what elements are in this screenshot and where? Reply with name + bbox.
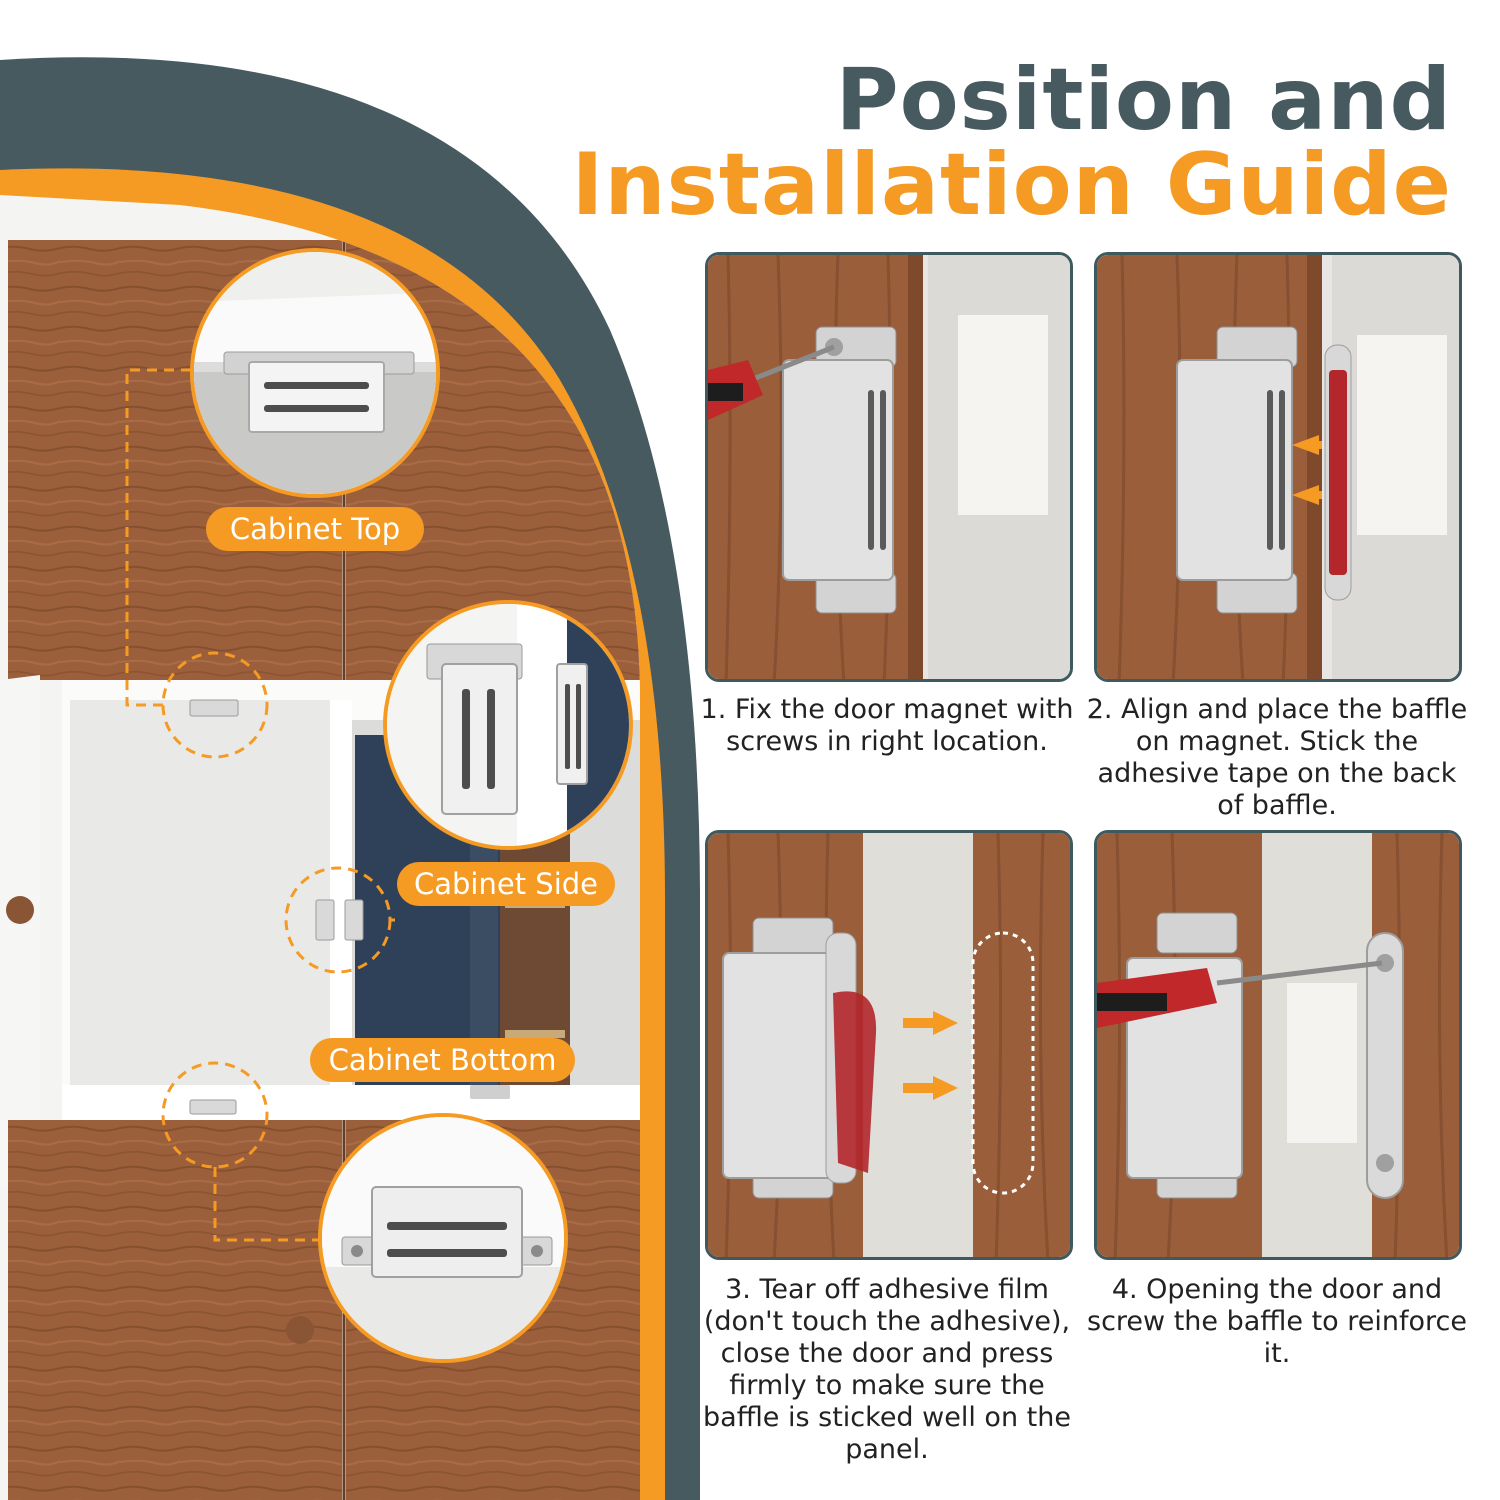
label-cabinet-side: Cabinet Side: [397, 862, 615, 906]
title-line-2: Installation Guide: [571, 135, 1452, 235]
step-2-text: 2. Align and place the baffle on magnet.…: [1086, 694, 1468, 821]
step-1-text: 1. Fix the door magnet with screws in ri…: [700, 694, 1074, 757]
magnet-spot-top: [161, 651, 269, 759]
step-2-image: [1094, 252, 1462, 682]
label-cabinet-top: Cabinet Top: [206, 507, 424, 551]
step-4-text: 4. Opening the door and screw the baffle…: [1087, 1274, 1467, 1369]
step-4-image: [1094, 830, 1462, 1260]
callout-cabinet-side: [383, 600, 633, 850]
callout-cabinet-top: [190, 248, 440, 498]
step-3-text: 3. Tear off adhesive film (don't touch t…: [703, 1274, 1071, 1465]
label-cabinet-bottom-visible: Cabinet Bottom: [310, 1038, 575, 1082]
connector-bottom: [213, 1167, 325, 1242]
connector-top: [125, 368, 195, 707]
title-line-1: Position and: [835, 50, 1452, 150]
callout-cabinet-bottom: [318, 1113, 568, 1363]
step-3-image: [705, 830, 1073, 1260]
step-1-image: [705, 252, 1073, 682]
magnet-spot-bottom: [161, 1061, 269, 1169]
